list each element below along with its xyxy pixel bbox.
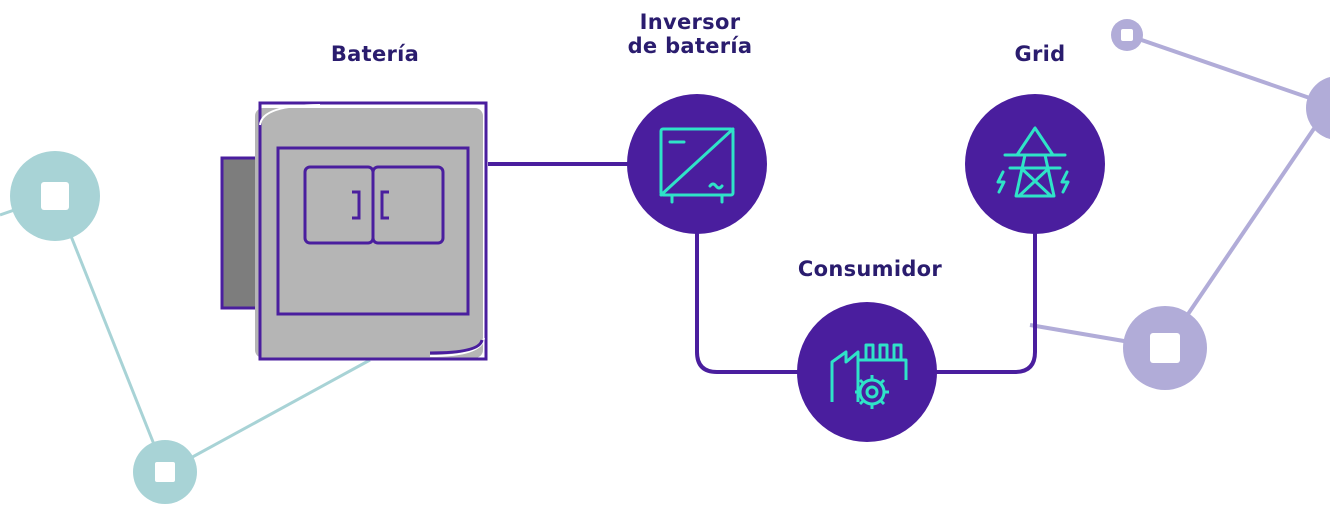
inverter-to-consumer-line <box>695 232 800 374</box>
consumer-label: Consumidor <box>797 257 943 281</box>
battery-door-right <box>371 165 445 245</box>
inverter-node <box>627 94 767 234</box>
decorative-network-left <box>0 151 371 504</box>
inverter-label: Inversor de batería <box>590 10 790 58</box>
transmission-tower-icon <box>996 126 1070 198</box>
inverter-label-line1: Inversor <box>639 10 741 34</box>
grid-label: Grid <box>1014 42 1066 66</box>
connection-lines <box>488 162 1037 374</box>
inverter-label-line2: de batería <box>627 34 753 59</box>
factory-gear-icon <box>830 343 908 409</box>
inverter-dc-ac-icon <box>659 127 735 204</box>
battery-handle-right <box>380 190 389 220</box>
consumer-node <box>797 302 937 442</box>
deco-node-right-edge <box>1306 77 1330 139</box>
consumer-to-grid-line <box>935 232 1037 374</box>
battery-handle-left <box>352 190 361 220</box>
battery-label: Batería <box>330 42 420 66</box>
battery-cabinet-icon <box>220 101 488 361</box>
grid-node <box>965 94 1105 234</box>
decorative-network-right <box>1029 19 1330 390</box>
battery-inner-panel <box>276 146 470 316</box>
